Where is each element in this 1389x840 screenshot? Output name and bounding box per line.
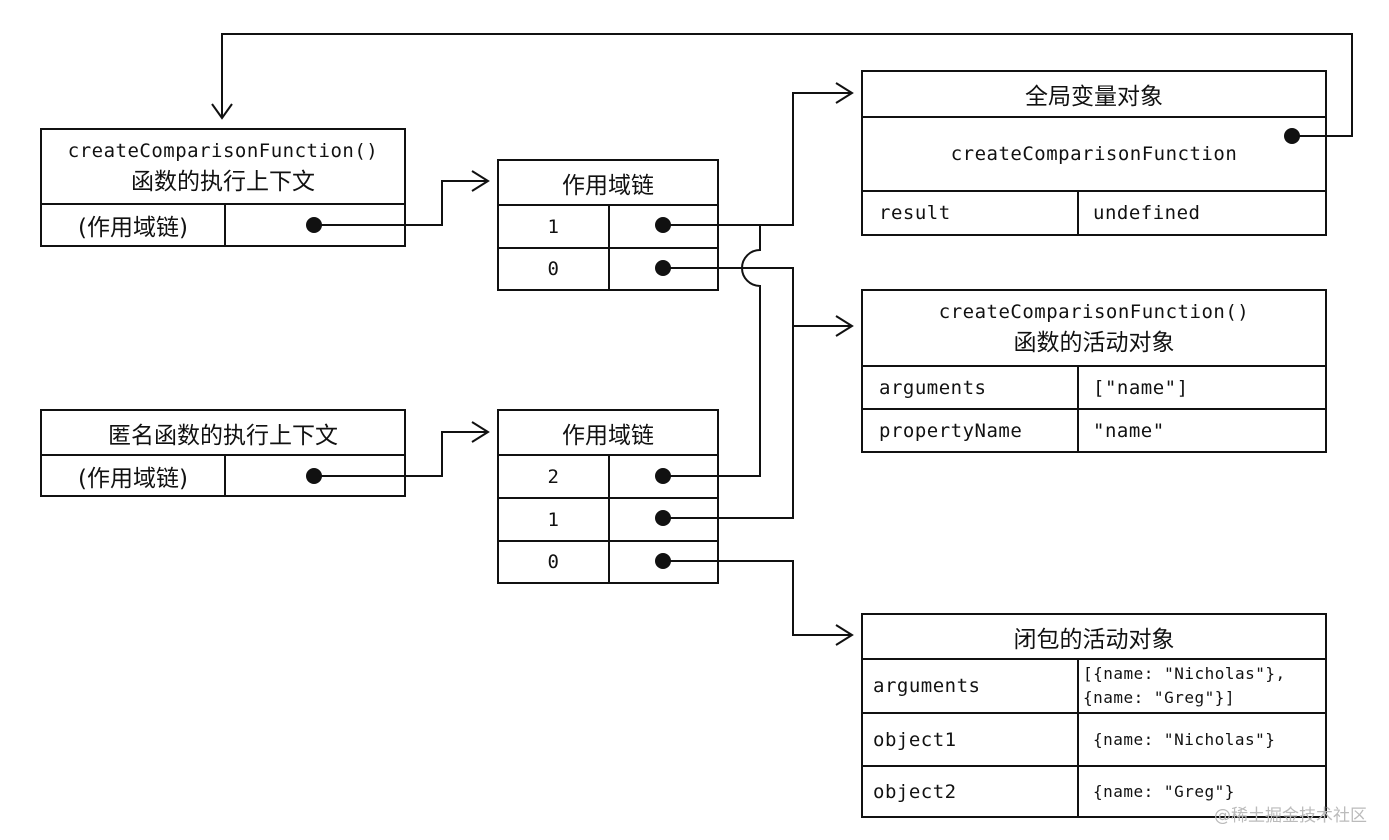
scope-chain-label: (作用域链) — [78, 465, 188, 492]
variable-name: object2 — [873, 780, 957, 803]
create-exec-context-box: createComparisonFunction() 函数的执行上下文 (作用域… — [40, 128, 406, 247]
create-activation-title: createComparisonFunction() 函数的活动对象 — [863, 291, 1325, 365]
scope-chain-2-row: 2 — [499, 456, 717, 497]
arrowhead — [835, 624, 854, 646]
closure-activation-row: object2 {name: "Greg"} — [863, 767, 1325, 816]
scope-index: 1 — [547, 215, 560, 238]
variable-name: result — [879, 202, 951, 224]
anon-exec-context-title: 匿名函数的执行上下文 — [108, 422, 338, 449]
arrowhead — [471, 170, 490, 192]
scope-chain-1-title: 作用域链 — [562, 172, 654, 199]
variable-name: arguments — [879, 376, 987, 399]
divider — [224, 456, 226, 495]
global-object-function-name: createComparisonFunction — [950, 143, 1238, 165]
create-exec-context-title: createComparisonFunction() 函数的执行上下文 — [42, 130, 404, 204]
divider — [608, 499, 610, 540]
variable-name: propertyName — [879, 419, 1023, 442]
scope-chain-label: (作用域链) — [78, 215, 188, 241]
variable-value: undefined — [1093, 202, 1201, 224]
divider — [1077, 367, 1079, 408]
divider — [608, 249, 610, 289]
divider — [1077, 767, 1079, 816]
divider — [608, 542, 610, 582]
divider — [1077, 660, 1079, 712]
variable-value-line1: [{name: "Nicholas"}, — [1083, 664, 1286, 683]
scope-chain-2-box: 作用域链 2 1 0 — [497, 409, 719, 584]
scope-index: 2 — [547, 465, 560, 488]
create-activation-row: propertyName "name" — [863, 410, 1325, 451]
divider — [1077, 714, 1079, 765]
divider — [499, 204, 717, 206]
divider — [863, 765, 1325, 767]
variable-value: {name: "Nicholas"} — [1093, 730, 1276, 749]
closure-activation-title: 闭包的活动对象 — [1013, 626, 1175, 653]
scope-chain-2-row: 0 — [499, 542, 717, 582]
create-activation-row: arguments ["name"] — [863, 367, 1325, 408]
scope-chain-1-row: 1 — [499, 206, 717, 247]
closure-activation-row: arguments [{name: "Nicholas"}, {name: "G… — [863, 660, 1325, 712]
divider — [863, 365, 1325, 367]
global-object-box: 全局变量对象 createComparisonFunction result u… — [861, 70, 1327, 236]
variable-value-line2: {name: "Greg"}] — [1083, 688, 1235, 707]
divider — [42, 203, 404, 205]
create-exec-context-title-line1: createComparisonFunction() — [67, 140, 379, 162]
divider — [1077, 410, 1079, 451]
divider — [42, 454, 404, 456]
divider — [863, 712, 1325, 714]
variable-value: {name: "Greg"} — [1093, 782, 1235, 801]
variable-name: object1 — [873, 728, 957, 751]
divider — [499, 540, 717, 542]
watermark: @稀土掘金技术社区 — [1214, 806, 1367, 826]
closure-activation-row: object1 {name: "Nicholas"} — [863, 714, 1325, 765]
scope-chain-2-row: 1 — [499, 499, 717, 540]
scope-chain-2-title: 作用域链 — [562, 422, 654, 449]
divider — [224, 205, 226, 245]
global-object-title: 全局变量对象 — [1025, 84, 1163, 110]
scope-chain-1-row: 0 — [499, 249, 717, 289]
variable-value: [{name: "Nicholas"}, {name: "Greg"}] — [1083, 660, 1325, 712]
arrowhead — [835, 315, 854, 337]
divider — [1077, 192, 1079, 234]
variable-value: ["name"] — [1093, 376, 1189, 399]
create-activation-box: createComparisonFunction() 函数的活动对象 argum… — [861, 289, 1327, 453]
anon-exec-context-scope-row: (作用域链) — [42, 456, 404, 495]
anon-exec-context-box: 匿名函数的执行上下文 (作用域链) — [40, 409, 406, 497]
variable-value: "name" — [1093, 419, 1165, 442]
arrowhead — [835, 82, 854, 104]
divider — [863, 658, 1325, 660]
variable-name: arguments — [873, 675, 981, 697]
create-exec-context-title-line2: 函数的执行上下文 — [131, 169, 315, 195]
scope-index: 0 — [547, 258, 560, 280]
arrowhead — [211, 103, 233, 120]
create-activation-title-line1: createComparisonFunction() — [938, 301, 1250, 323]
divider — [499, 247, 717, 249]
divider — [499, 454, 717, 456]
create-activation-title-line2: 函数的活动对象 — [1013, 330, 1175, 356]
create-exec-context-scope-row: (作用域链) — [42, 205, 404, 245]
divider — [863, 190, 1325, 192]
global-object-row: result undefined — [863, 192, 1325, 234]
scope-index: 0 — [547, 551, 560, 573]
divider — [608, 456, 610, 497]
scope-index: 1 — [547, 508, 560, 531]
divider — [499, 497, 717, 499]
arrowhead — [471, 421, 490, 443]
closure-activation-box: 闭包的活动对象 arguments [{name: "Nicholas"}, {… — [861, 613, 1327, 818]
scope-chain-1-box: 作用域链 1 0 — [497, 159, 719, 291]
divider — [608, 206, 610, 247]
divider — [863, 408, 1325, 410]
